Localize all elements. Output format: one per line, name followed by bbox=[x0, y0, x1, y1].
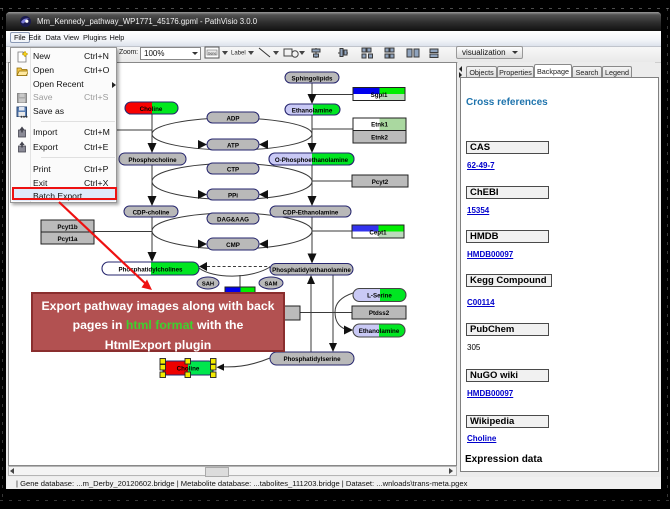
svg-text:Choline: Choline bbox=[140, 106, 163, 113]
svg-text:PPi: PPi bbox=[228, 193, 238, 200]
svg-text:Pcyt1b: Pcyt1b bbox=[57, 224, 78, 231]
svg-text:Sgpl1: Sgpl1 bbox=[371, 92, 388, 99]
svg-text:Etnk1: Etnk1 bbox=[371, 122, 388, 129]
svg-text:Choline: Choline bbox=[177, 366, 200, 373]
svg-text:Etnk2: Etnk2 bbox=[371, 135, 388, 142]
svg-text:Cept1: Cept1 bbox=[369, 230, 387, 237]
svg-text:Gene: Gene bbox=[208, 51, 217, 55]
svg-text:ADP: ADP bbox=[226, 116, 239, 123]
svg-text:SAM: SAM bbox=[265, 282, 278, 288]
svg-text:Pcyt1a: Pcyt1a bbox=[58, 236, 79, 243]
svg-text:CTP: CTP bbox=[227, 167, 239, 174]
svg-text:ATP: ATP bbox=[227, 143, 239, 150]
svg-text:CDP-Ethanolamine: CDP-Ethanolamine bbox=[283, 210, 339, 217]
svg-text:O-Phosphoethanolamine: O-Phosphoethanolamine bbox=[275, 157, 349, 164]
svg-text:Phosphatidylethanolamine: Phosphatidylethanolamine bbox=[272, 267, 351, 274]
svg-text:Phosphatidylcholines: Phosphatidylcholines bbox=[119, 267, 184, 274]
svg-text:CMP: CMP bbox=[226, 242, 240, 249]
svg-text:Phosphatidylserine: Phosphatidylserine bbox=[283, 356, 341, 363]
svg-text:Sphingolipids: Sphingolipids bbox=[292, 76, 333, 83]
svg-text:Phosphocholine: Phosphocholine bbox=[128, 157, 177, 164]
svg-text:Label: Label bbox=[231, 51, 246, 57]
svg-text:Ethanolamine: Ethanolamine bbox=[292, 108, 333, 115]
svg-text:Ptdss2: Ptdss2 bbox=[369, 310, 390, 317]
svg-text:L-Serine: L-Serine bbox=[367, 293, 392, 300]
svg-text:Pcyt2: Pcyt2 bbox=[372, 179, 389, 186]
svg-text:SAH: SAH bbox=[202, 282, 214, 288]
svg-text:Ethanolamine: Ethanolamine bbox=[359, 328, 400, 335]
svg-text:DAG&AAG: DAG&AAG bbox=[217, 217, 249, 224]
svg-text:CDP-choline: CDP-choline bbox=[133, 210, 170, 217]
